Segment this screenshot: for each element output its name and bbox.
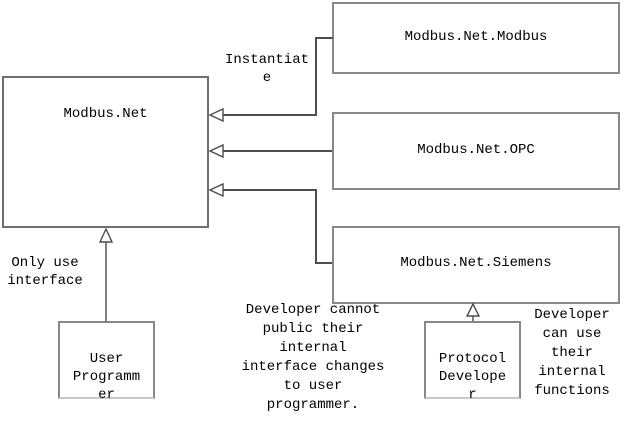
box-protocol-developer: Protocol Develope r [424, 321, 521, 403]
box-user-programmer-label: User Programm er [72, 351, 141, 403]
box-modbus-net-opc-label: Modbus.Net.OPC [417, 142, 535, 158]
box-modbus-net: Modbus.Net [2, 76, 209, 228]
left-arrowhead-icon [208, 107, 224, 123]
box-modbus-net-siemens: Modbus.Net.Siemens [332, 226, 620, 304]
box-modbus-net-modbus: Modbus.Net.Modbus [332, 2, 620, 74]
developer-cannot-label: Developer cannot public their internal i… [241, 302, 385, 413]
instantiate-label: Instantiat e [224, 52, 309, 86]
up-arrowhead-icon [98, 227, 114, 243]
box-protocol-developer-label: Protocol Develope r [438, 351, 507, 403]
left-arrowhead-icon [208, 143, 224, 159]
box-user-programmer: User Programm er [58, 321, 155, 403]
box-modbus-net-label: Modbus.Net [63, 106, 148, 122]
box-modbus-net-siemens-label: Modbus.Net.Siemens [400, 255, 552, 271]
instantiate-connector-siemens [223, 189, 332, 264]
developer-can-label: Developer can use their internal functio… [534, 307, 610, 399]
left-arrowhead-icon [208, 182, 224, 198]
up-arrowhead-icon [465, 302, 481, 317]
box-modbus-net-opc: Modbus.Net.OPC [332, 112, 620, 190]
only-use-interface-label: Only use interface [7, 255, 83, 289]
box-modbus-net-modbus-label: Modbus.Net.Modbus [404, 29, 548, 45]
